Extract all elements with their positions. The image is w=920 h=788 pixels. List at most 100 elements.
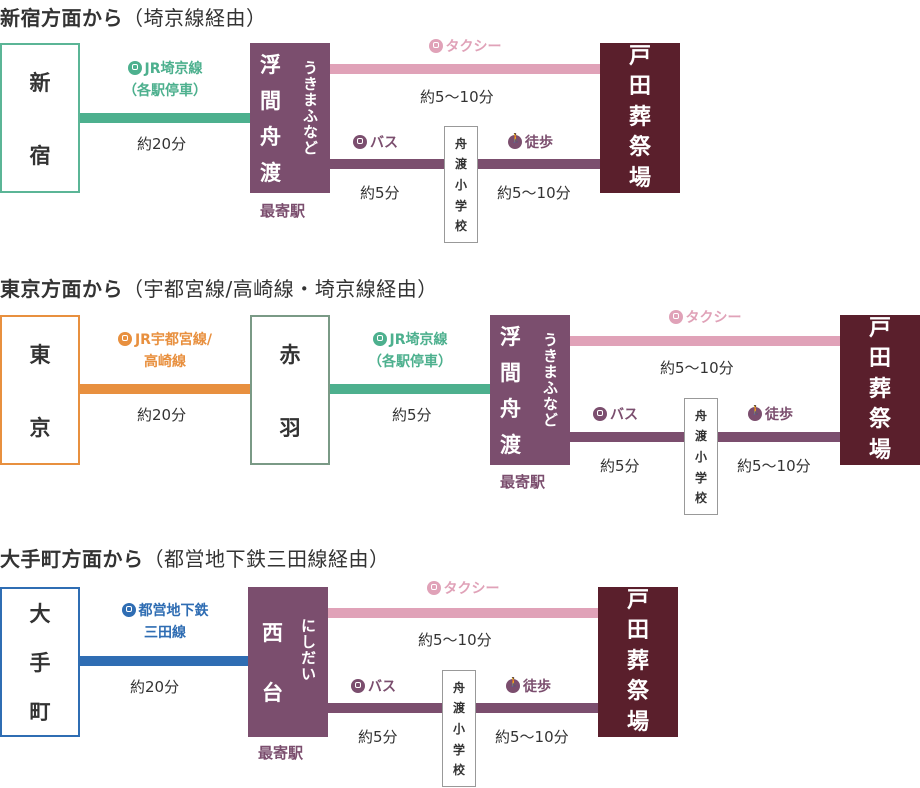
nearest-station-box: 浮 間 舟 渡 xyxy=(490,315,570,465)
walk-icon xyxy=(506,678,520,693)
dest-char: 戸 xyxy=(626,588,649,614)
route-title-sub: （宇都宮線/高崎線・埼京線経由） xyxy=(123,277,438,301)
bus-stop-char: 渡 xyxy=(454,157,467,172)
destination-box: 戸 田 葬 祭 場 xyxy=(840,315,920,465)
station-char: 渡 xyxy=(260,161,281,185)
origin-char: 町 xyxy=(29,699,51,724)
bus-time: 約5分 xyxy=(358,728,398,746)
taxi-icon xyxy=(668,310,683,324)
bus-stop-char: 校 xyxy=(694,491,707,506)
bus-stop-char: 校 xyxy=(454,219,467,234)
train-icon xyxy=(127,61,142,75)
rail-label-2: JR埼京線 （各駅停車） xyxy=(330,329,490,373)
bus-icon xyxy=(353,135,367,149)
dest-char: 戸 xyxy=(868,316,891,342)
rail2-time: 約5分 xyxy=(392,406,432,424)
origin-station-box: 東 京 xyxy=(0,315,80,465)
rail-line xyxy=(80,656,250,666)
taxi-line xyxy=(570,336,840,346)
dest-char: 田 xyxy=(868,346,891,372)
transfer-char: 赤 xyxy=(279,342,301,367)
route-title: 東京方面から（宇都宮線/高崎線・埼京線経由） xyxy=(0,273,438,302)
rail-label: 都営地下鉄 三田線 xyxy=(80,600,250,644)
station-kana: うきまふなど xyxy=(301,60,319,156)
rail-label-line2: 三田線 xyxy=(144,625,186,641)
walk-icon xyxy=(748,406,762,421)
bus-stop-box: 舟 渡 小 学 校 xyxy=(444,126,478,243)
destination-box: 戸 田 葬 祭 場 xyxy=(600,43,680,193)
bus-stop-char: 小 xyxy=(694,449,707,464)
rail-label: JR埼京線 （各駅停車） xyxy=(80,58,250,102)
taxi-icon xyxy=(426,581,441,595)
bus-time: 約5分 xyxy=(360,184,400,202)
bus-stop-char: 小 xyxy=(454,177,467,192)
route-title-sub: （埼京線経由） xyxy=(123,6,267,30)
bus-label: バス xyxy=(353,132,398,152)
bus-label: バス xyxy=(593,404,638,424)
bus-stop-box: 舟 渡 小 学 校 xyxy=(684,398,718,515)
bus-label-text: バス xyxy=(610,407,638,423)
walk-icon xyxy=(508,134,522,149)
dest-char: 祭 xyxy=(868,407,891,433)
dest-char: 田 xyxy=(626,618,649,644)
origin-char: 大 xyxy=(29,602,51,627)
rail-time: 約20分 xyxy=(137,135,187,153)
route-title-sub: （都営地下鉄三田線経由） xyxy=(143,547,390,571)
rail-label-line1: JR宇都宮線/ xyxy=(134,332,213,348)
route-title-main: 新宿方面から xyxy=(0,6,123,30)
nearest-station-note: 最寄駅 xyxy=(258,744,304,762)
bus-stop-char: 学 xyxy=(452,742,465,757)
taxi-label-text: タクシー xyxy=(443,581,500,597)
station-kana: にしだい xyxy=(299,618,317,682)
origin-char: 宿 xyxy=(29,143,51,168)
walk-time: 約5～10分 xyxy=(737,457,811,475)
taxi-line xyxy=(330,64,600,74)
rail-line xyxy=(80,384,250,394)
rail-label-line2: 高崎線 xyxy=(144,354,186,370)
dest-char: 戸 xyxy=(628,44,651,70)
bus-stop-char: 小 xyxy=(452,721,465,736)
taxi-label: タクシー xyxy=(570,307,840,327)
rail-line xyxy=(80,113,250,123)
station-char: 台 xyxy=(262,681,283,705)
transfer-char: 羽 xyxy=(279,415,301,440)
route-title: 大手町方面から（都営地下鉄三田線経由） xyxy=(0,543,390,572)
dest-char: 祭 xyxy=(628,135,651,161)
bus-stop-char: 学 xyxy=(694,470,707,485)
origin-station-box: 新 宿 xyxy=(0,43,80,193)
walk-label: 徒歩 xyxy=(748,404,793,424)
station-char: 浮 xyxy=(260,53,281,77)
taxi-time: 約5～10分 xyxy=(660,359,734,377)
nearest-station-note: 最寄駅 xyxy=(500,473,546,491)
station-char: 舟 xyxy=(260,125,281,149)
bus-stop-char: 渡 xyxy=(694,429,707,444)
rail2-label-line2: （各駅停車） xyxy=(368,354,452,370)
station-char: 間 xyxy=(500,361,521,385)
bus-icon xyxy=(593,407,607,421)
dest-char: 田 xyxy=(628,74,651,100)
rail-label-line2: （各駅停車） xyxy=(123,83,207,99)
bus-stop-char: 舟 xyxy=(454,136,467,151)
destination-box: 戸 田 葬 祭 場 xyxy=(598,587,678,737)
dest-char: 祭 xyxy=(626,679,649,705)
walk-time: 約5～10分 xyxy=(495,728,569,746)
station-char: 浮 xyxy=(500,325,521,349)
walk-label: 徒歩 xyxy=(508,132,553,152)
route-title-main: 大手町方面から xyxy=(0,547,144,571)
walk-label-text: 徒歩 xyxy=(523,679,551,695)
origin-char: 東 xyxy=(29,342,51,367)
rail-line-2 xyxy=(330,384,490,394)
rail-label-line1: JR埼京線 xyxy=(144,61,203,77)
route-title-main: 東京方面から xyxy=(0,277,123,301)
taxi-label-text: タクシー xyxy=(445,39,502,55)
taxi-icon xyxy=(428,39,443,53)
dest-char: 場 xyxy=(868,437,891,463)
nearest-station-box: 浮 間 舟 渡 xyxy=(250,43,330,193)
station-char: 間 xyxy=(260,89,281,113)
walk-label-text: 徒歩 xyxy=(765,407,793,423)
bus-label: バス xyxy=(351,676,396,696)
bus-time: 約5分 xyxy=(600,457,640,475)
origin-char: 新 xyxy=(29,70,51,95)
station-char: 渡 xyxy=(500,433,521,457)
bus-stop-box: 舟 渡 小 学 校 xyxy=(442,670,476,787)
